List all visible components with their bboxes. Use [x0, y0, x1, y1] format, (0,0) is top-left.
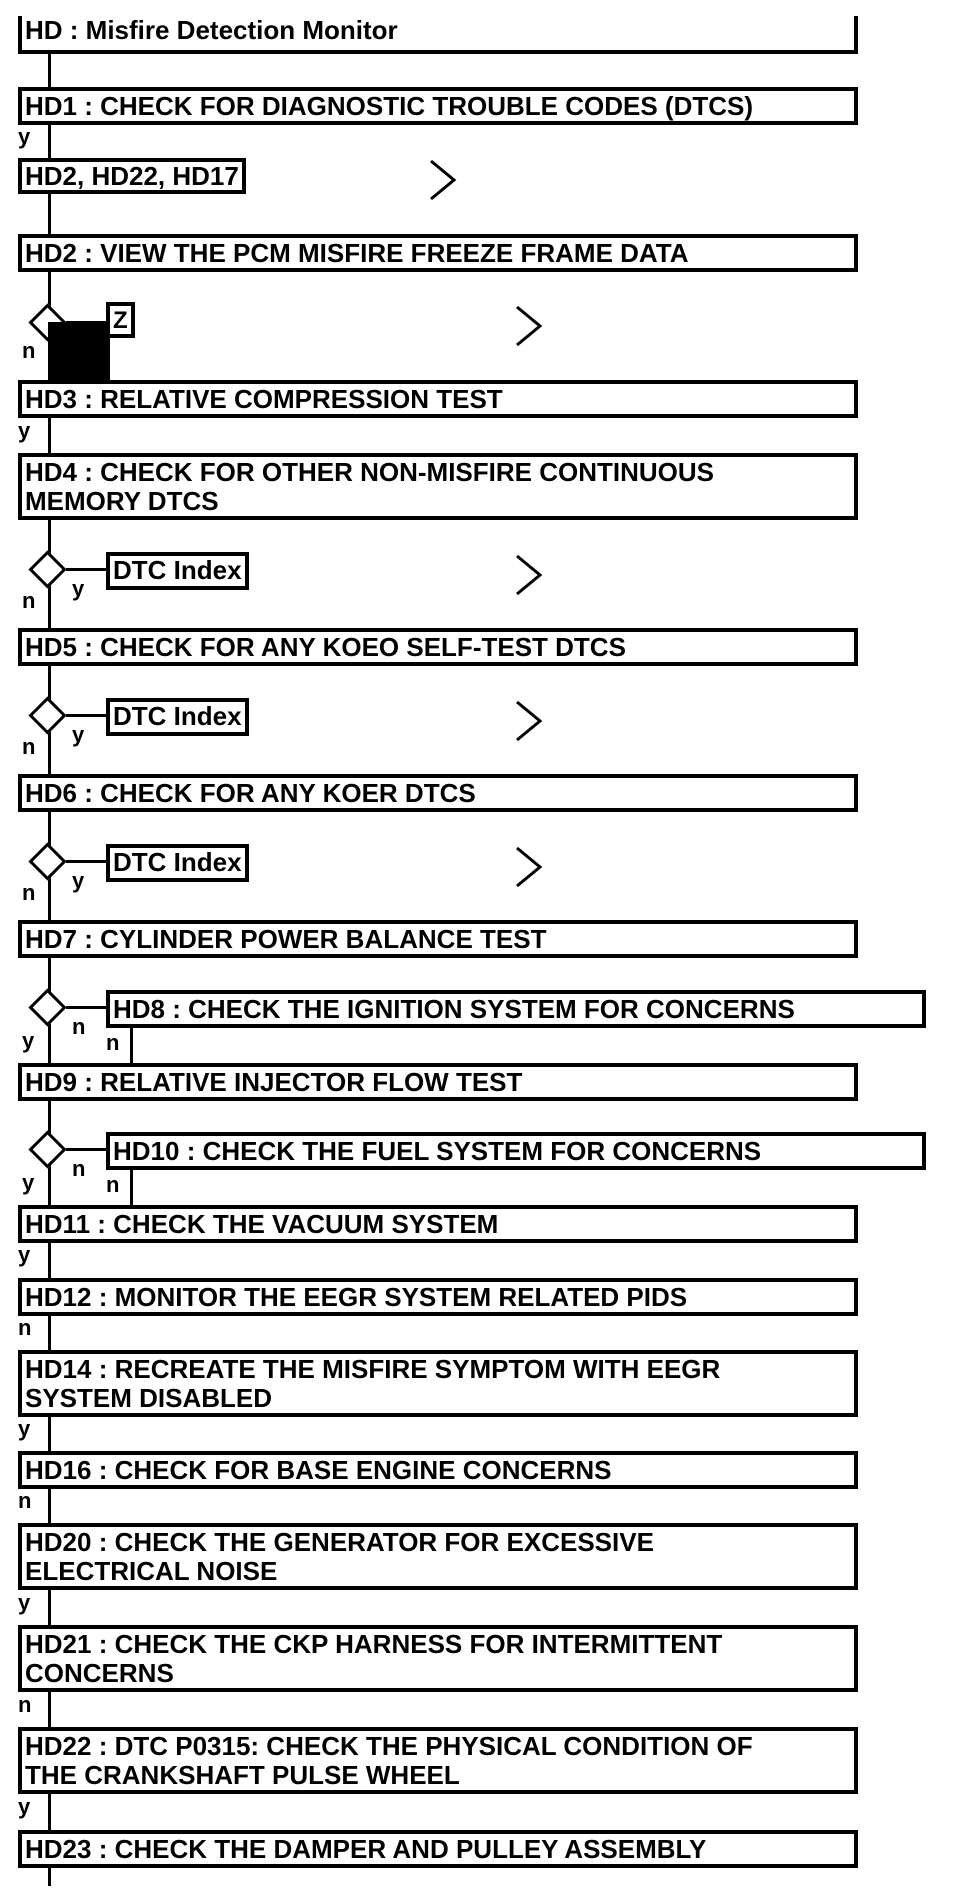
step-hd10[interactable]: HD10 : CHECK THE FUEL SYSTEM FOR CONCERN… [106, 1132, 926, 1170]
link-dtc-index[interactable]: DTC Index [106, 698, 249, 736]
step-hd8[interactable]: HD8 : CHECK THE IGNITION SYSTEM FOR CONC… [106, 990, 926, 1028]
answer-yes: y [18, 1590, 31, 1615]
step-hd20[interactable]: HD20 : CHECK THE GENERATOR FOR EXCESSIVE… [18, 1523, 858, 1590]
step-hd11[interactable]: HD11 : CHECK THE VACUUM SYSTEM [18, 1205, 858, 1243]
decision-diamond [28, 550, 67, 589]
answer-yes: y [22, 1028, 35, 1053]
step-hd2[interactable]: HD2 : VIEW THE PCM MISFIRE FREEZE FRAME … [18, 234, 858, 272]
chevron-right-icon[interactable] [428, 158, 458, 202]
step-hd1[interactable]: HD1 : CHECK FOR DIAGNOSTIC TROUBLE CODES… [18, 87, 858, 125]
decision-diamond [28, 696, 67, 735]
step-hd12[interactable]: HD12 : MONITOR THE EEGR SYSTEM RELATED P… [18, 1278, 858, 1316]
step-hd3[interactable]: HD3 : RELATIVE COMPRESSION TEST [18, 380, 858, 418]
answer-yes: y [22, 1170, 35, 1195]
step-hd9[interactable]: HD9 : RELATIVE INJECTOR FLOW TEST [18, 1063, 858, 1101]
answer-no: n [72, 1014, 86, 1039]
answer-no: n [18, 1488, 32, 1513]
step-hd22[interactable]: HD22 : DTC P0315: CHECK THE PHYSICAL CON… [18, 1727, 858, 1794]
step-hd6[interactable]: HD6 : CHECK FOR ANY KOER DTCS [18, 774, 858, 812]
answer-yes: y [72, 576, 85, 601]
step-hd7[interactable]: HD7 : CYLINDER POWER BALANCE TEST [18, 920, 858, 958]
answer-no: n [106, 1172, 120, 1197]
answer-yes: y [18, 124, 31, 149]
answer-yes: y [72, 868, 85, 893]
chevron-right-icon[interactable] [514, 699, 544, 743]
answer-yes: y [18, 1242, 31, 1267]
answer-no: n [22, 338, 36, 363]
link-hd2-hd22-hd17[interactable]: HD2, HD22, HD17 [18, 158, 246, 194]
branch-line [130, 1026, 133, 1066]
answer-no: n [18, 1692, 32, 1717]
answer-no: n [72, 1156, 86, 1181]
answer-no: n [22, 588, 36, 613]
step-hd16[interactable]: HD16 : CHECK FOR BASE ENGINE CONCERNS [18, 1451, 858, 1489]
branch-line [66, 1006, 108, 1009]
step-hd14[interactable]: HD14 : RECREATE THE MISFIRE SYMPTOM WITH… [18, 1350, 858, 1417]
filled-block [48, 322, 110, 382]
step-hd[interactable]: HD : Misfire Detection Monitor [18, 16, 858, 54]
link-dtc-index[interactable]: DTC Index [106, 552, 249, 590]
answer-yes: y [18, 1416, 31, 1441]
chevron-right-icon[interactable] [514, 553, 544, 597]
chevron-right-icon[interactable] [514, 304, 544, 348]
branch-line [66, 568, 108, 571]
link-dtc-index[interactable]: DTC Index [106, 844, 249, 882]
branch-line [66, 714, 108, 717]
decision-diamond [28, 1130, 67, 1169]
branch-line [66, 1148, 108, 1151]
step-hd23[interactable]: HD23 : CHECK THE DAMPER AND PULLEY ASSEM… [18, 1830, 858, 1868]
step-hd4[interactable]: HD4 : CHECK FOR OTHER NON-MISFIRE CONTIN… [18, 453, 858, 520]
branch-line [66, 860, 108, 863]
answer-no: n [22, 734, 36, 759]
answer-no: n [22, 880, 36, 905]
step-hd5[interactable]: HD5 : CHECK FOR ANY KOEO SELF-TEST DTCS [18, 628, 858, 666]
decision-diamond [28, 988, 67, 1027]
branch-line [130, 1168, 133, 1208]
decision-diamond [28, 842, 67, 881]
answer-yes: y [18, 1794, 31, 1819]
link-z[interactable]: Z [106, 302, 135, 338]
answer-yes: y [18, 418, 31, 443]
answer-yes: y [72, 722, 85, 747]
answer-no: n [18, 1315, 32, 1340]
chevron-right-icon[interactable] [514, 845, 544, 889]
step-hd21[interactable]: HD21 : CHECK THE CKP HARNESS FOR INTERMI… [18, 1625, 858, 1692]
answer-no: n [106, 1030, 120, 1055]
